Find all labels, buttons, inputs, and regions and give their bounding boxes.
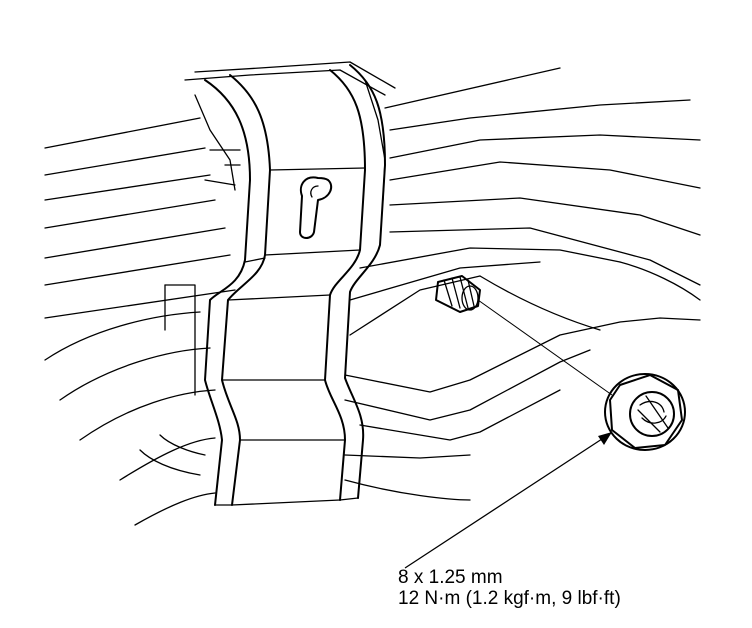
stud-bolt <box>435 275 481 313</box>
pipe-lines-left <box>44 117 236 526</box>
upper-frame <box>184 61 396 201</box>
alignment-line <box>477 299 613 396</box>
flange-nut <box>604 373 686 451</box>
leader-arrow <box>404 432 612 569</box>
keyhole-slot <box>299 176 333 239</box>
lower-frame <box>139 284 206 476</box>
callout-size: 8 x 1.25 mm <box>398 567 503 588</box>
mounting-bracket <box>204 64 386 506</box>
torque-callout: 8 x 1.25 mm 12 N·m (1.2 kgf·m, 9 lbf·ft) <box>398 567 621 609</box>
callout-torque: 12 N·m (1.2 kgf·m, 9 lbf·ft) <box>398 588 621 609</box>
pipe-lines-right <box>344 67 701 501</box>
